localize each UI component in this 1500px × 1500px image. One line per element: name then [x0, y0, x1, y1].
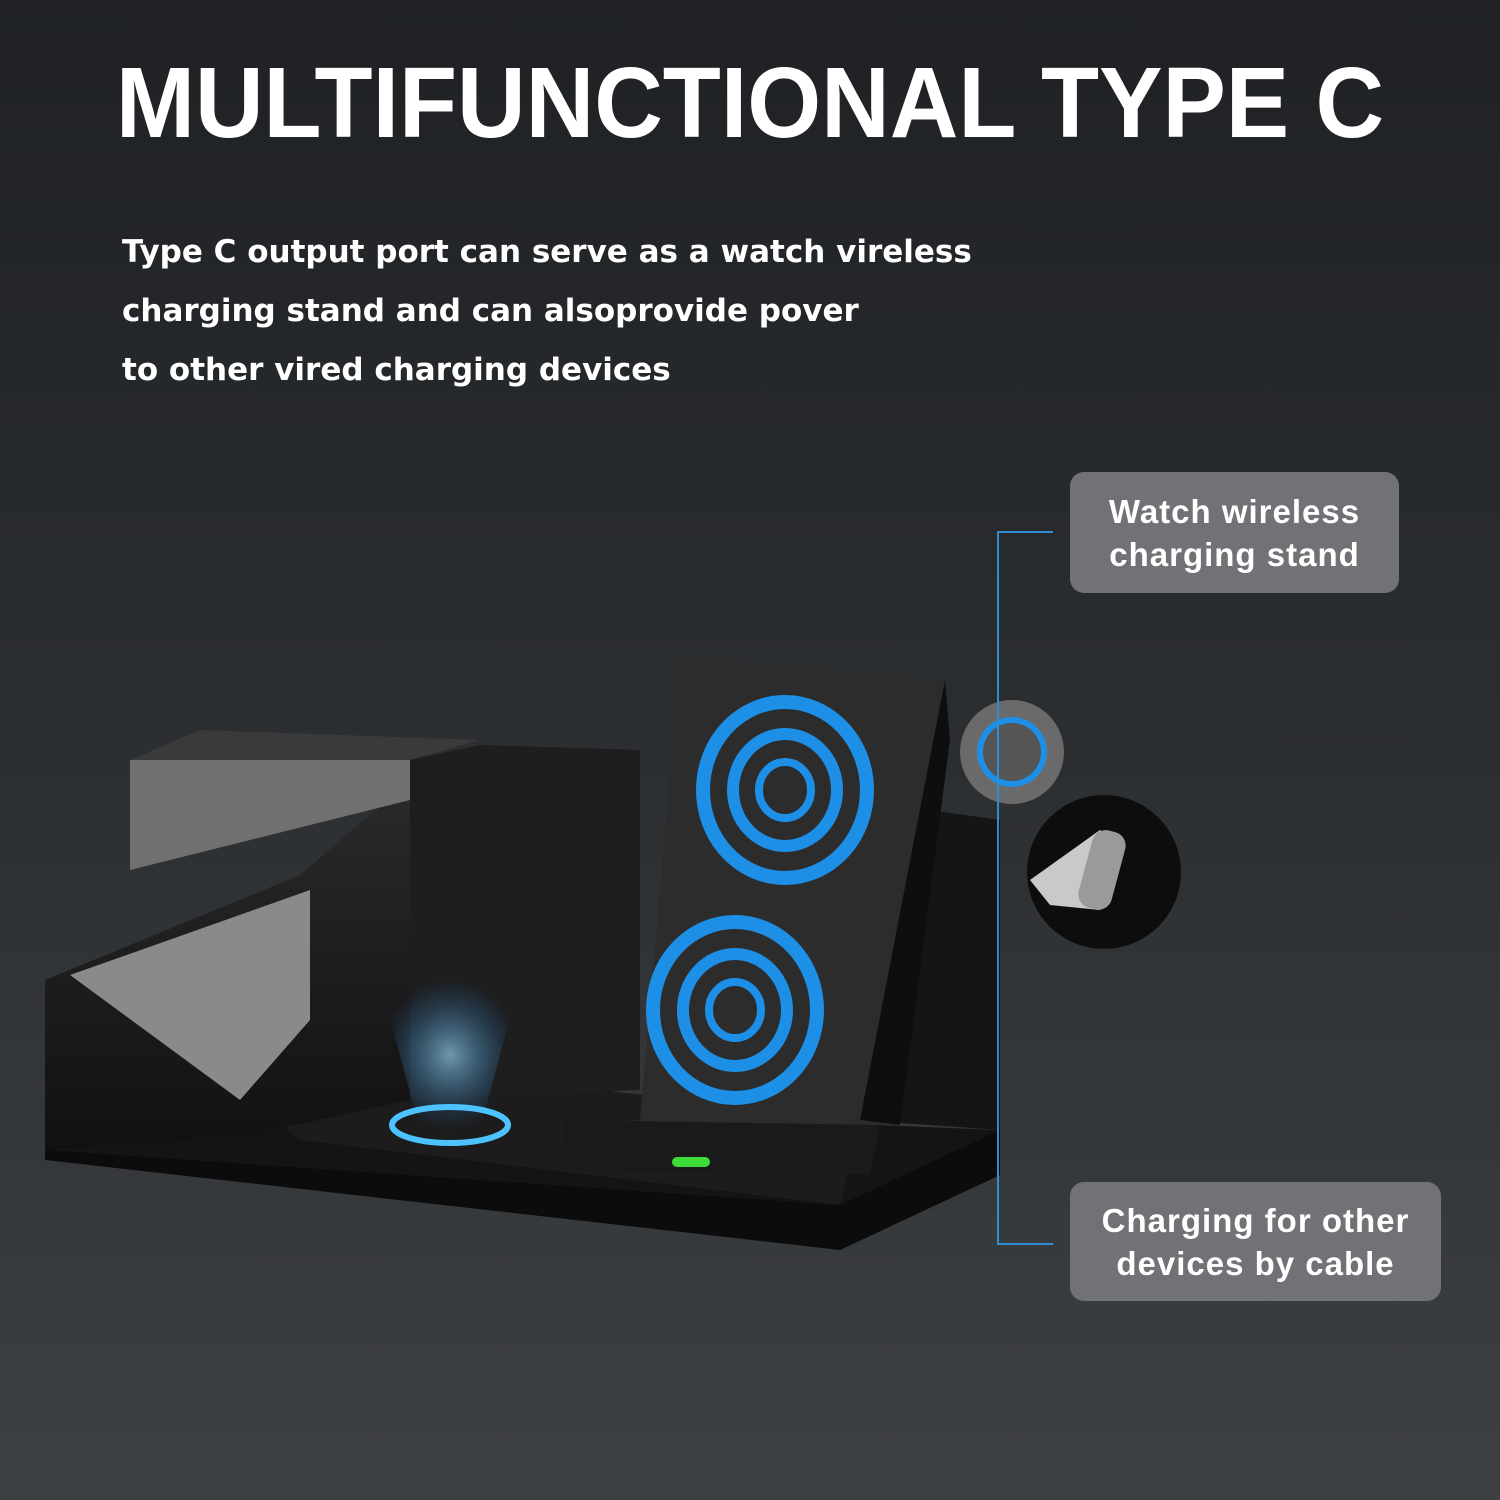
callout-line: Charging for other: [1101, 1201, 1410, 1239]
description-line: Type C output port can serve as a watch …: [122, 234, 972, 270]
watch-charger-icon: [960, 700, 1064, 804]
callout-bracket-line: [997, 531, 1053, 1245]
callout-line: charging stand: [1109, 535, 1360, 573]
callout-cable-charging: Charging for other devices by cable: [1070, 1182, 1441, 1301]
page-title: MULTIFUNCTIONAL TYPE C: [115, 47, 1385, 159]
phone-charging-stand: [560, 655, 950, 1175]
description: Type C output port can serve as a watch …: [122, 228, 972, 405]
type-c-port-icon: [1027, 795, 1181, 949]
coil-icon-upper: [696, 695, 874, 885]
wireless-pad-glow-icon: [380, 980, 520, 1146]
description-line: to other vired charging devices: [122, 352, 671, 388]
callout-watch-charging: Watch wireless charging stand: [1070, 472, 1399, 593]
coil-icon-lower: [646, 915, 824, 1105]
pen-compartments: [45, 730, 640, 1150]
callout-line: Watch wireless: [1108, 492, 1361, 530]
callout-line: devices by cable: [1116, 1244, 1395, 1282]
indicator-light: [672, 1157, 710, 1167]
description-line: charging stand and can alsoprovide pover: [122, 293, 859, 329]
